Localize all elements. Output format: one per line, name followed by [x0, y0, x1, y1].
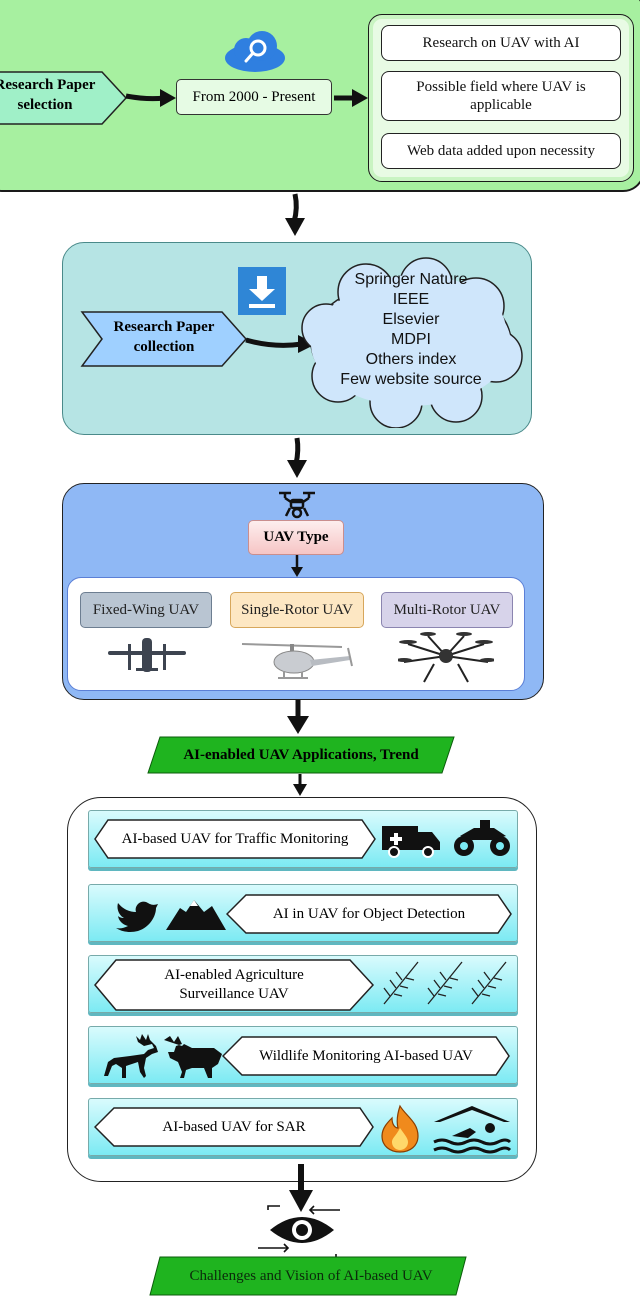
arrow-down — [287, 437, 307, 478]
moose-icon — [164, 1036, 222, 1078]
arrow-down — [285, 193, 305, 236]
source-item: Few website source — [340, 371, 482, 388]
type-single-rotor: Single-Rotor UAV — [230, 592, 364, 628]
atv-icon — [454, 820, 510, 856]
arrow-down — [293, 774, 307, 796]
deer-icon — [104, 1034, 158, 1078]
cloud-search-icon — [225, 31, 285, 72]
swimmer-icon — [433, 1106, 512, 1154]
selection-label: Research Paper selection — [0, 77, 96, 113]
collection-tag-shape — [80, 311, 248, 367]
final-banner: Challenges and Vision of AI-based UAV — [189, 1267, 433, 1284]
mountain-icon — [166, 900, 226, 930]
arrow-down — [289, 1164, 313, 1212]
arrow-right — [245, 335, 316, 353]
fire-icon — [381, 1104, 419, 1153]
criteria-item: Web data added upon necessity — [381, 133, 621, 169]
type-fixed-wing: Fixed-Wing UAV — [80, 592, 212, 628]
source-item: Elsevier — [382, 311, 440, 328]
vision-eye-icon — [258, 1205, 340, 1259]
application-label: Wildlife Monitoring AI-based UAV — [259, 1047, 473, 1064]
label-shape — [222, 1036, 510, 1076]
application-label: AI-based UAV for Traffic Monitoring — [121, 830, 349, 847]
source-item: IEEE — [392, 291, 430, 308]
arrow-down — [291, 555, 303, 577]
source-item: Others index — [365, 351, 457, 368]
banner-shape — [147, 736, 455, 774]
source-item: Springer Nature — [354, 271, 468, 288]
uav-type-title: UAV Type — [248, 520, 344, 555]
plants-icon — [383, 961, 507, 1005]
criteria-item: Research on UAV with AI — [381, 25, 621, 61]
collection-label: Research Paper collection — [113, 319, 215, 356]
ambulance-icon — [382, 826, 440, 858]
bird-icon — [116, 901, 158, 932]
selection-tag-shape — [0, 71, 128, 125]
label-shape — [94, 959, 374, 1011]
sources-cloud-shape — [301, 257, 523, 428]
source-item: MDPI — [391, 331, 431, 348]
fixed-wing-drone-icon — [108, 638, 186, 672]
label-shape — [94, 819, 376, 859]
type-multi-rotor: Multi-Rotor UAV — [381, 592, 513, 628]
label-shape — [226, 894, 512, 934]
application-label: AI-enabled Agriculture Surveillance UAV — [164, 966, 304, 1003]
arrow-right — [334, 89, 368, 107]
arrow-right — [125, 89, 176, 107]
application-label: AI-based UAV for SAR — [162, 1118, 306, 1135]
drone-icon — [279, 491, 315, 519]
helicopter-icon — [241, 643, 353, 679]
multirotor-drone-icon — [398, 632, 494, 683]
download-icon — [238, 267, 286, 315]
sources-list: Springer Nature IEEE Elsevier MDPI Other… — [316, 270, 506, 390]
criteria-box: Research on UAV with AI Possible field w… — [368, 14, 634, 182]
trend-banner: AI-enabled UAV Applications, Trend — [183, 746, 419, 763]
criteria-item: Possible field where UAV is applicable — [381, 71, 621, 121]
arrow-down — [287, 700, 309, 734]
label-shape — [94, 1107, 374, 1147]
application-label: AI in UAV for Object Detection — [272, 905, 466, 922]
period-box: From 2000 - Present — [176, 79, 332, 115]
